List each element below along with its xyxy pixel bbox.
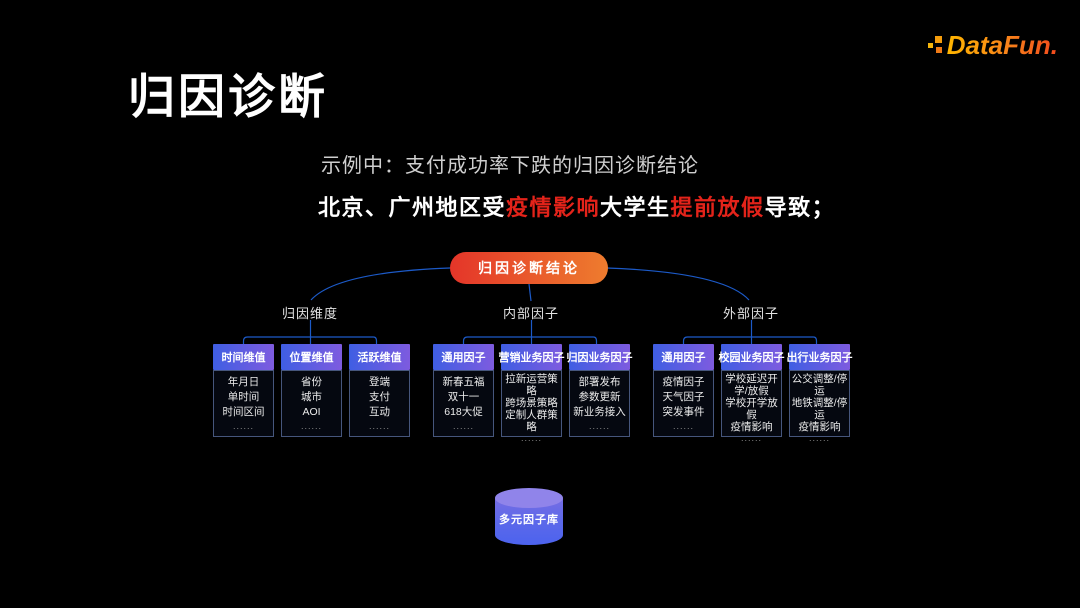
factor-item: 时间区间	[222, 405, 265, 418]
factor-item-ellipsis: ......	[808, 433, 830, 444]
factor-box: 出行业务因子 公交调整/停运 地铁调整/停运 疫情影响 ......	[787, 344, 853, 443]
root-node: 归因诊断结论	[450, 252, 608, 284]
factor-box-body: 部署发布 参数更新 新业务接入 ......	[569, 370, 630, 437]
factor-item: 地铁调整/停运	[791, 397, 848, 422]
factor-box-body: 公交调整/停运 地铁调整/停运 疫情影响 ......	[789, 370, 850, 443]
factor-box-header: 归因业务因子	[567, 344, 633, 370]
factor-item: 新春五福	[442, 375, 485, 388]
factor-item: 疫情影响	[730, 421, 773, 434]
factor-item: 学校延迟开学/放假	[725, 373, 778, 398]
factor-box: 归因业务因子 部署发布 参数更新 新业务接入 ......	[567, 344, 633, 437]
page-title: 归因诊断	[128, 70, 328, 123]
factor-item-ellipsis: ......	[452, 420, 474, 431]
conclusion-segment: 导致；	[764, 195, 836, 220]
factor-item: 学校开学放假	[725, 397, 778, 422]
factor-item: 新业务接入	[573, 405, 626, 418]
factor-box-header: 校园业务因子	[719, 344, 785, 370]
logo-text: DataFun.	[946, 30, 1058, 60]
factor-item: 单时间	[227, 390, 260, 403]
branch-label-dimensions: 归因维度	[281, 306, 339, 321]
factor-box: 通用因子 新春五福 双十一 618大促 ......	[433, 344, 494, 437]
factor-box: 时间维值 年月日 单时间 时间区间 ......	[213, 344, 274, 437]
conclusion-segment-highlight: 疫情影响	[506, 195, 601, 220]
factor-item: 支付	[369, 390, 390, 403]
factor-box-header: 活跃维值	[349, 344, 410, 370]
factor-box-body: 新春五福 双十一 618大促 ......	[433, 370, 494, 437]
factor-item: 公交调整/停运	[791, 373, 848, 398]
factor-item: 定制人群策略	[505, 409, 558, 434]
factor-box: 通用因子 疫情因子 天气因子 突发事件 ......	[653, 344, 714, 437]
factor-item-ellipsis: ......	[740, 433, 762, 444]
factor-item: 互动	[369, 405, 390, 418]
factor-item: 省份	[301, 375, 322, 388]
database-label: 多元因子库	[499, 514, 559, 526]
factor-item: 疫情因子	[662, 375, 705, 388]
branch-label-internal: 内部因子	[502, 306, 560, 321]
conclusion-segment: 北京、广州地区受	[318, 195, 507, 220]
factor-item-ellipsis: ......	[520, 433, 542, 444]
factor-item: 双十一	[447, 390, 480, 403]
factor-item: 天气因子	[662, 390, 705, 403]
factor-box-body: 拉新运营策略 跨场景策略 定制人群策略 ......	[501, 370, 562, 443]
factor-item: 登端	[369, 375, 390, 388]
factor-item-ellipsis: ......	[300, 420, 322, 431]
factor-box: 营销业务因子 拉新运营策略 跨场景策略 定制人群策略 ......	[499, 344, 565, 443]
factor-item-ellipsis: ......	[368, 420, 390, 431]
conclusion-segment: 大学生	[600, 195, 671, 220]
branch-label-external: 外部因子	[722, 306, 780, 321]
logo-pixels-icon	[927, 33, 945, 59]
factor-group-internal: 通用因子 新春五福 双十一 618大促 ...... 营销业务因子 拉新运营策略…	[433, 344, 633, 443]
factor-box-body: 年月日 单时间 时间区间 ......	[213, 370, 274, 437]
factor-box-header: 出行业务因子	[787, 344, 853, 370]
factor-box: 校园业务因子 学校延迟开学/放假 学校开学放假 疫情影响 ......	[719, 344, 785, 443]
factor-box-body: 省份 城市 AOI ......	[281, 370, 342, 437]
factor-box-body: 疫情因子 天气因子 突发事件 ......	[653, 370, 714, 437]
factor-box-header: 位置维值	[281, 344, 342, 370]
factor-item: AOI	[302, 405, 321, 418]
factor-box-header: 通用因子	[653, 344, 714, 370]
factor-item: 参数更新	[578, 390, 621, 403]
factor-box-body: 登端 支付 互动 ......	[349, 370, 410, 437]
factor-item: 年月日	[227, 375, 260, 388]
factor-item: 618大促	[444, 405, 483, 418]
factor-item: 部署发布	[578, 375, 621, 388]
conclusion-line: 北京、广州地区受疫情影响大学生提前放假导致；	[318, 190, 835, 222]
factor-item-ellipsis: ......	[588, 420, 610, 431]
example-subtitle: 示例中：支付成功率下跌的归因诊断结论	[321, 155, 699, 177]
factor-item-ellipsis: ......	[672, 420, 694, 431]
factor-box-header: 通用因子	[433, 344, 494, 370]
factor-box-header: 营销业务因子	[499, 344, 565, 370]
factor-item-ellipsis: ......	[232, 420, 254, 431]
conclusion-segment-highlight: 提前放假	[670, 195, 765, 220]
factor-box: 位置维值 省份 城市 AOI ......	[281, 344, 342, 437]
factor-group-dimensions: 时间维值 年月日 单时间 时间区间 ...... 位置维值 省份 城市 AOI …	[213, 344, 410, 437]
factor-item: 拉新运营策略	[505, 373, 558, 398]
factor-item: 城市	[301, 390, 322, 403]
factor-item: 疫情影响	[798, 421, 841, 434]
factor-box: 活跃维值 登端 支付 互动 ......	[349, 344, 410, 437]
datafun-logo: DataFun.	[927, 30, 1058, 61]
factor-item: 突发事件	[662, 405, 705, 418]
database-cylinder-icon: 多元因子库	[495, 488, 563, 545]
factor-box-body: 学校延迟开学/放假 学校开学放假 疫情影响 ......	[721, 370, 782, 443]
factor-group-external: 通用因子 疫情因子 天气因子 突发事件 ...... 校园业务因子 学校延迟开学…	[653, 344, 853, 443]
factor-item: 跨场景策略	[505, 397, 558, 410]
factor-box-header: 时间维值	[213, 344, 274, 370]
